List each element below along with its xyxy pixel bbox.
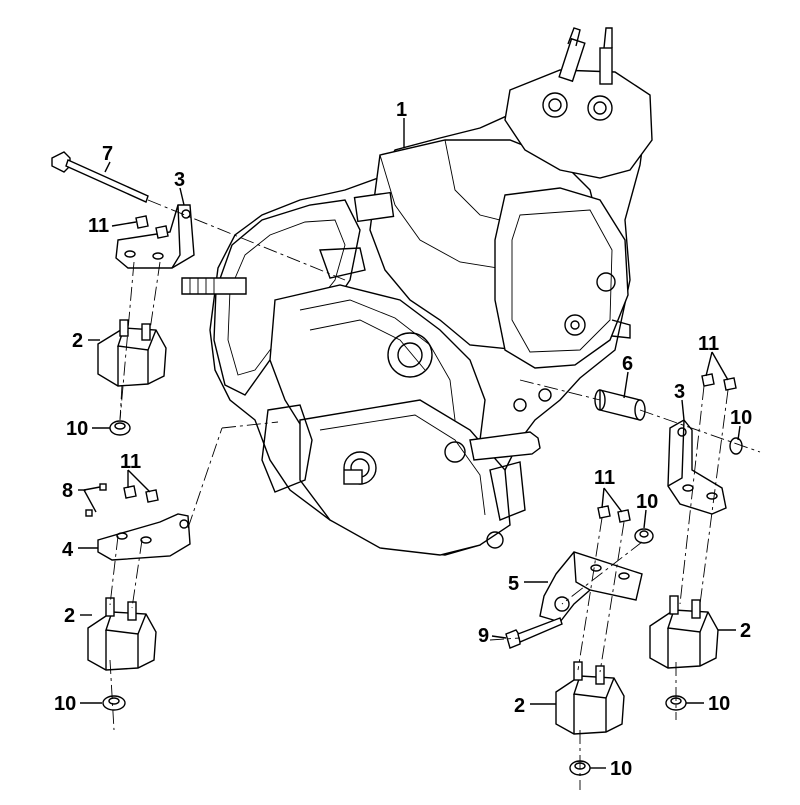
bracket-part-4 (97, 513, 191, 561)
washer-part-10-right-upper (729, 437, 743, 455)
callout-2-upper-left: 2 (72, 330, 83, 352)
callout-10-right-upper: 10 (730, 407, 752, 429)
callout-5: 5 (508, 573, 519, 595)
washer-part-10-upper-left (109, 420, 131, 436)
nut-part-11-middle-left (123, 485, 159, 503)
callout-1: 1 (396, 99, 407, 121)
rubber-mount-part-2-right (649, 595, 719, 669)
nut-part-11-center-right (597, 505, 631, 523)
callout-2-right: 2 (740, 620, 751, 642)
rubber-mount-part-2-upper-left (97, 319, 167, 387)
callout-11-center-right: 11 (594, 467, 615, 489)
callout-labels: 1 7 3 11 2 10 11 8 4 2 10 6 11 3 10 11 1… (54, 99, 752, 780)
callout-11-right: 11 (698, 333, 719, 355)
rubber-mount-part-2-lower-center (555, 661, 625, 735)
bracket-part-3-right (667, 419, 727, 515)
nut-part-11-left (135, 215, 169, 239)
engine-assembly (181, 27, 653, 556)
callout-10-right-lower: 10 (708, 693, 730, 715)
long-bolt-part-7 (51, 151, 149, 203)
callout-4: 4 (62, 539, 74, 561)
callout-11-left: 11 (88, 215, 109, 237)
callout-6: 6 (622, 353, 633, 375)
bolt-part-9 (505, 617, 563, 649)
callout-3-right: 3 (674, 381, 685, 403)
callout-3-left: 3 (174, 169, 185, 191)
nut-part-11-right (701, 373, 737, 391)
rubber-mount-part-2-lower-left (87, 597, 157, 671)
bracket-part-3-left (115, 204, 195, 269)
callout-10-bottom-center: 10 (610, 758, 632, 780)
callout-2-lower-center: 2 (514, 695, 525, 717)
callout-7: 7 (102, 143, 113, 165)
callout-9: 9 (478, 625, 489, 647)
leader-lines (78, 118, 741, 769)
assembly-centerlines (109, 199, 761, 790)
spacer-part-6 (594, 389, 646, 421)
pin-part-8 (83, 483, 107, 517)
callout-2-lower-left: 2 (64, 605, 75, 627)
callout-8: 8 (62, 480, 73, 502)
washer-part-10-center-right (634, 528, 654, 544)
callout-10-center-right: 10 (636, 491, 658, 513)
callout-10-lower-left: 10 (54, 693, 76, 715)
callout-10-upper-left: 10 (66, 418, 88, 440)
washer-part-10-lower-left (102, 695, 126, 711)
callout-11-middle-left: 11 (120, 451, 141, 473)
